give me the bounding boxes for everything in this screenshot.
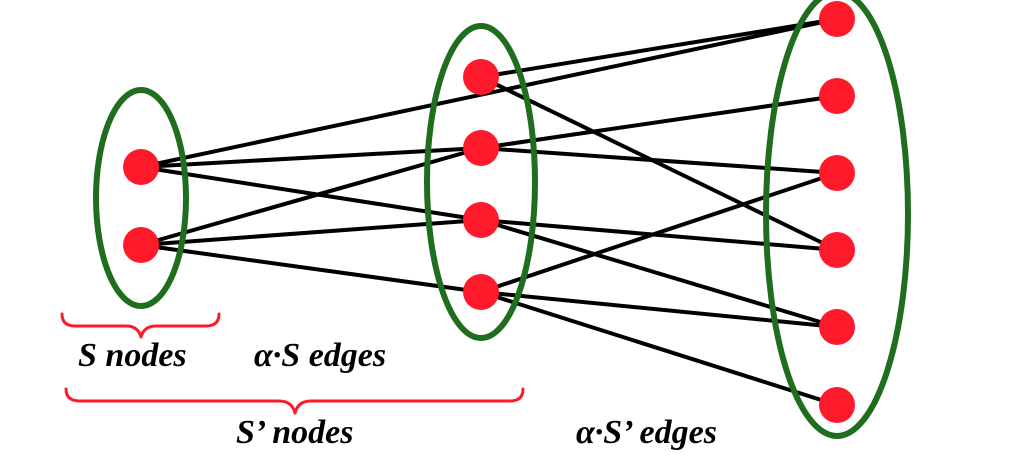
group-s-outline [93,87,189,309]
edge-m3-r4 [480,218,838,252]
node-s2 [123,227,159,263]
group-outer-outline [763,0,911,439]
node-r6 [819,387,855,423]
node-r1 [819,1,855,37]
alpha-s-edges-label: α·S edges [254,337,386,374]
node-m2 [463,130,499,166]
edge-s1-m2 [140,146,482,169]
s-nodes-label: S nodes [78,337,187,374]
node-m4 [463,274,499,310]
edge-m3-r5 [480,218,838,329]
alpha-s-prime-edges-label: α·S’ edges [576,414,717,451]
node-s1 [123,149,159,185]
edge-s1-m3 [140,165,482,222]
node-r5 [819,309,855,345]
edge-s2-m4 [140,243,482,294]
edges-layer [140,17,838,407]
node-m1 [463,59,499,95]
node-r4 [819,232,855,268]
node-r3 [819,155,855,191]
edge-m1-r4 [480,75,838,252]
s-prime-nodes-brace [64,387,525,415]
group-s-prime-outline [424,23,538,341]
edge-m1-r1 [480,17,838,79]
s-nodes-brace [60,312,221,339]
node-r2 [819,78,855,114]
edge-m4-r3 [480,171,838,294]
edge-m4-r6 [480,290,838,407]
edge-m4-r5 [480,290,838,329]
nodes-layer [123,1,855,423]
edge-m2-r3 [480,146,838,175]
node-m3 [463,202,499,238]
s-prime-nodes-label: S’ nodes [236,414,353,451]
edge-s2-m3 [140,218,482,247]
